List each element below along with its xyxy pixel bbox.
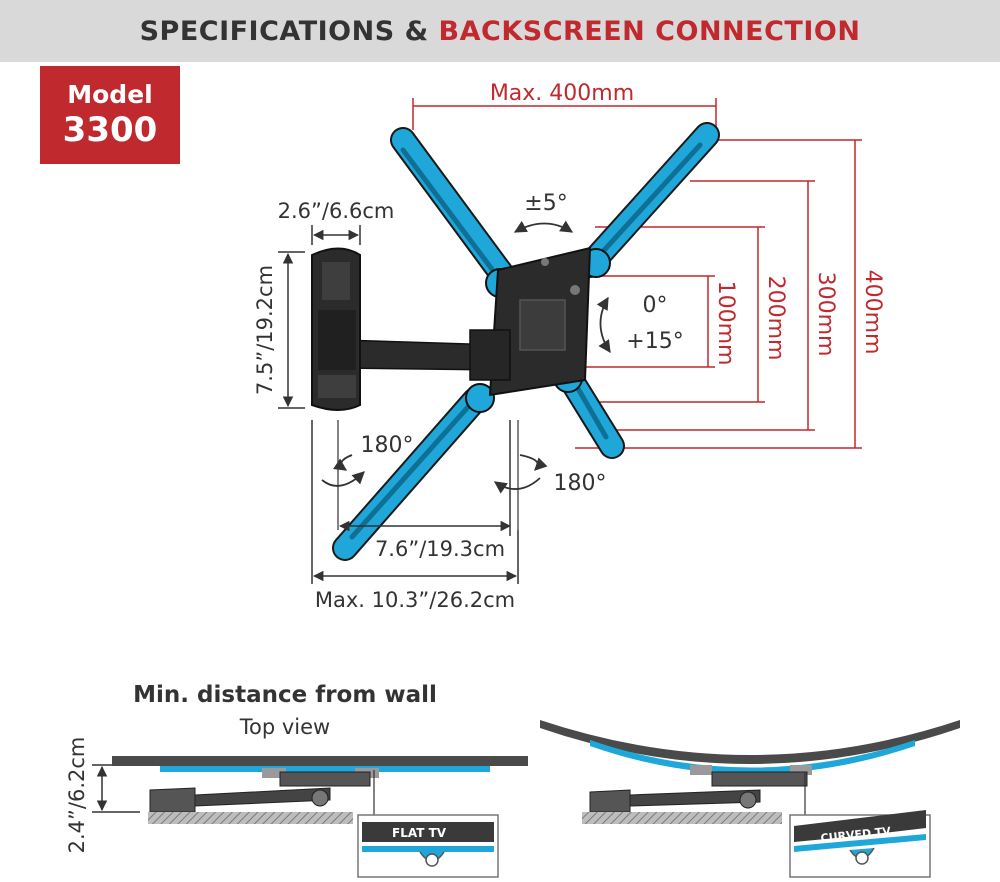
wall-distance-subtitle: Top view (239, 715, 330, 739)
rotation-left-label: 180° (361, 433, 414, 458)
plate-width-dimension (311, 225, 361, 245)
header-title-part1: SPECIFICATIONS & (139, 15, 439, 47)
tilt-top-label: 0° (643, 293, 668, 318)
depth-label: 2.4”/6.2cm (65, 737, 89, 854)
header-title: SPECIFICATIONS & BACKSCREEN CONNECTION (140, 16, 861, 47)
tv-plate (488, 246, 592, 397)
max-width-label: Max. 400mm (490, 81, 634, 106)
max-width-dimension: Max. 400mm (412, 81, 717, 130)
tilt-arrow (596, 296, 611, 354)
swivel-label: ±5° (524, 191, 567, 216)
header-bar: SPECIFICATIONS & BACKSCREEN CONNECTION (0, 0, 1000, 62)
header-title-part2: BACKSCREEN CONNECTION (438, 15, 861, 47)
model-label: Model (67, 80, 153, 109)
wall-distance-title: Min. distance from wall (133, 682, 437, 708)
vesa-100-label: 100mm (713, 281, 738, 366)
wall-plate (311, 247, 361, 411)
vesa-200-label: 200mm (763, 276, 788, 361)
model-badge: Model 3300 (40, 66, 180, 164)
curved-tv-top-view: CURVED TV (540, 720, 960, 878)
flat-tv-label: FLAT TV (392, 826, 447, 840)
vesa-300-label: 300mm (813, 272, 838, 357)
rotation-right (493, 420, 548, 530)
plate-height-label: 7.5”/19.2cm (253, 265, 277, 395)
rotation-left (321, 420, 365, 530)
max-reach-dimension (311, 420, 519, 584)
swivel-arrow (513, 220, 574, 233)
arm-reach-dimension (338, 420, 512, 536)
plate-width-label: 2.6”/6.6cm (278, 199, 395, 223)
flat-tv-top-view: FLAT TV (112, 756, 528, 878)
vesa-400-label: 400mm (860, 270, 885, 355)
max-reach-label: Max. 10.3”/26.2cm (315, 588, 515, 612)
model-number: 3300 (62, 110, 158, 150)
plate-height-dimension (278, 251, 305, 409)
arm-reach-label: 7.6”/19.3cm (375, 537, 505, 561)
tilt-bottom-label: +15° (626, 329, 683, 354)
mount-arm (339, 329, 511, 381)
rotation-right-label: 180° (554, 471, 607, 496)
depth-dimension (92, 764, 140, 813)
